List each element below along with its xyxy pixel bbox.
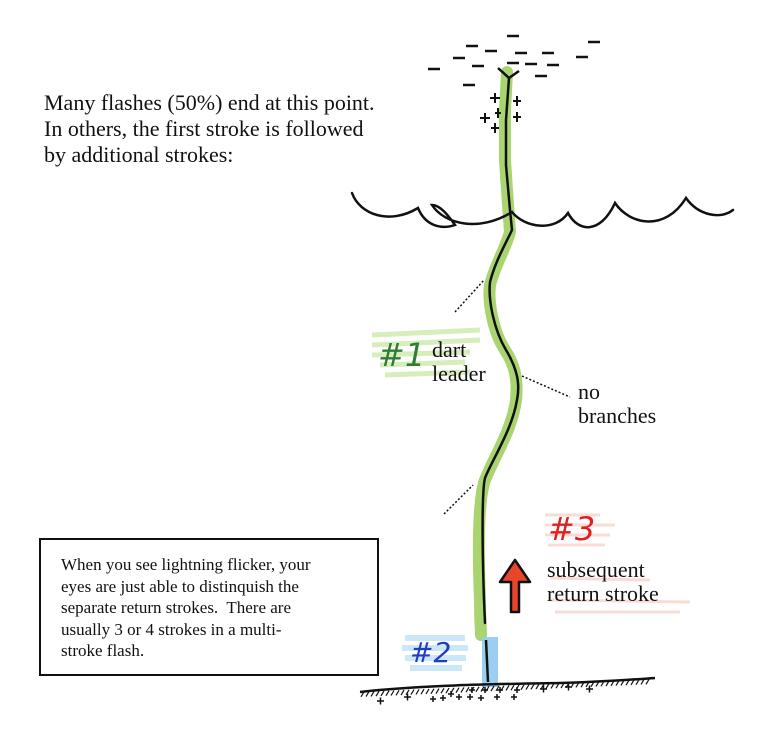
intro-line-2: In others, the first stroke is followed	[44, 116, 364, 141]
stroke2-number-label: #2	[410, 636, 452, 669]
ground-hatch-mark	[410, 689, 415, 695]
return-stroke-line-2: return stroke	[547, 581, 659, 606]
return-stroke-label: subsequent return stroke	[547, 558, 659, 606]
no-branches-line-1: no	[578, 379, 600, 404]
ground-hatch-mark	[555, 682, 560, 689]
pointer-bottom	[443, 484, 474, 515]
ground-hatch-mark	[550, 683, 555, 689]
ground-hatch-mark	[640, 679, 645, 685]
arrow-up-icon	[498, 558, 532, 614]
ground-hatch-mark	[575, 682, 580, 688]
ground-hatch-mark	[375, 690, 380, 697]
ground-hatch-mark	[420, 688, 425, 695]
dart-leader-label: dart leader	[432, 338, 486, 386]
dart-leader-line-1: dart	[432, 337, 467, 362]
ground-hatch-mark	[595, 681, 600, 687]
ground-hatch-mark	[490, 685, 495, 692]
no-branches-line-2: branches	[578, 403, 657, 428]
ground-hatch-mark	[460, 687, 465, 693]
ground-hatch-mark	[465, 686, 470, 693]
cloud-base-outline	[350, 191, 735, 229]
info-line-2: eyes are just able to distinquish the	[61, 576, 299, 596]
ground-hatch-mark	[585, 681, 590, 688]
ground-hatch-mark	[380, 690, 385, 697]
ground-hatch-mark	[475, 686, 480, 693]
lightning-channel-lower	[484, 639, 490, 683]
ground-hatch-mark	[610, 680, 615, 687]
intro-line-3: by additional strokes:	[44, 142, 234, 167]
ground-hatch-mark	[540, 683, 545, 690]
lightning-channel-upper	[481, 76, 520, 625]
lightning-fork	[497, 67, 520, 80]
info-line-4: usually 3 or 4 strokes in a multi-	[61, 619, 282, 639]
dart-leader-line-2: leader	[432, 361, 486, 386]
stroke1-number-label: #1	[378, 336, 426, 374]
stroke1-green-scribble	[371, 327, 481, 378]
ground-hatch-mark	[510, 684, 515, 691]
info-box-text: When you see lightning flicker, your eye…	[61, 554, 311, 662]
ground-hatch-mark	[400, 689, 405, 696]
ground-hatch-mark	[625, 679, 630, 686]
ground-hatch-mark	[545, 683, 550, 689]
ground-hatch-mark	[535, 683, 540, 690]
ground-hatch-mark	[405, 689, 410, 696]
dotted-pointers	[443, 279, 571, 515]
info-line-1: When you see lightning flicker, your	[61, 555, 311, 574]
info-box: When you see lightning flicker, your eye…	[39, 538, 379, 676]
cloud-negative-charges	[428, 34, 600, 87]
ground-hatch-mark	[520, 684, 525, 691]
info-line-3: separate return strokes. There are	[61, 598, 292, 617]
return-stroke-line-1: subsequent	[547, 557, 645, 582]
stroke3-red-scribble	[545, 513, 691, 614]
ground-hatch-mark	[430, 688, 435, 695]
ground-hatch-mark	[580, 681, 585, 688]
ground-hatch-mark	[635, 679, 640, 686]
ground-hatch-mark	[480, 686, 485, 692]
ground-hatch-mark	[370, 691, 375, 697]
stroke2-blue-glow	[482, 637, 498, 687]
ground-hatch-mark	[630, 679, 635, 686]
ground-hatch-mark	[590, 681, 595, 687]
ground-hatch-mark	[505, 685, 510, 691]
stroke2-blue-scribble	[402, 635, 468, 671]
ground-positive-charges	[377, 683, 593, 705]
ground-hatch-mark	[415, 689, 420, 695]
ground-hatch-mark	[605, 680, 610, 687]
ground-hatch-mark	[425, 688, 430, 695]
ground-hatch-mark	[620, 680, 625, 686]
ground-hatch-mark	[525, 684, 530, 690]
ground-hatch-mark	[455, 687, 460, 693]
ground-hatch-mark	[365, 691, 370, 697]
ground-hatch-mark	[435, 688, 440, 694]
ground-hatch-mark	[645, 678, 650, 685]
ground-hatch-mark	[445, 687, 450, 694]
cloud-positive-charges	[480, 93, 521, 133]
ground-hatch-mark	[395, 689, 400, 696]
ground-hatch-mark	[385, 690, 390, 697]
pointer-top	[454, 279, 485, 313]
ground-hatch-mark	[600, 680, 605, 687]
ground-hatch-mark	[440, 687, 445, 694]
stroke3-number-label: #3	[548, 510, 596, 548]
ground-hatch-mark	[560, 682, 565, 689]
pointer-no-branches	[521, 375, 571, 398]
ground-hatch-mark	[615, 680, 620, 686]
intro-text: Many flashes (50%) end at this point. In…	[44, 90, 444, 168]
intro-line-1: Many flashes (50%) end at this point.	[44, 90, 375, 115]
no-branches-label: no branches	[578, 380, 656, 428]
ground-hatch-mark	[390, 690, 395, 696]
ground-line	[359, 676, 656, 694]
info-line-5: stroke flash.	[61, 641, 145, 660]
ground-hatch-mark	[360, 691, 365, 698]
ground-hatch-mark	[530, 684, 535, 690]
ground-hatch-mark	[495, 685, 500, 692]
